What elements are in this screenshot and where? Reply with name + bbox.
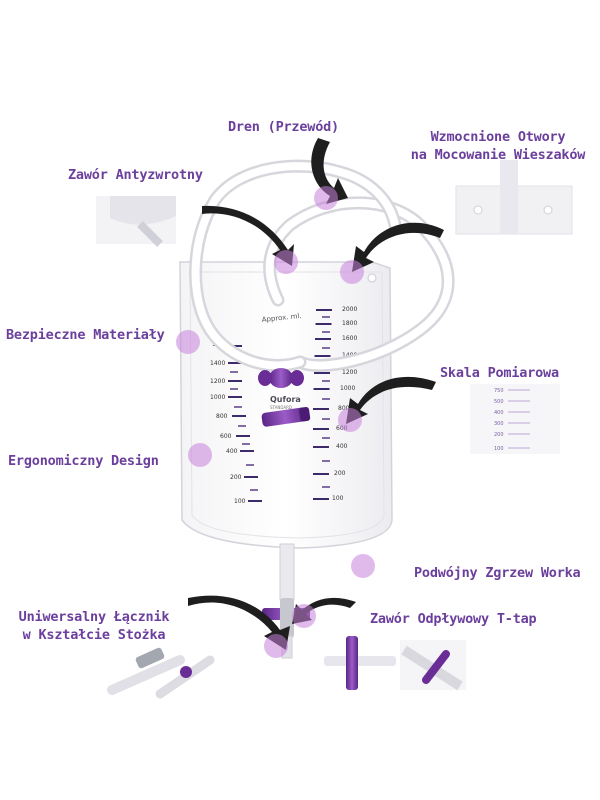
inset-scale-label: 100 (494, 446, 504, 452)
label-reinforced-holes-line1: Wzmocnione Otwory (430, 129, 566, 145)
inset-connector (107, 647, 215, 699)
left-scale-label: 1200 (210, 378, 225, 385)
marker-dot (176, 330, 200, 354)
label-ergonomic-design: Ergonomiczny Design (8, 453, 159, 469)
inset-hanger-holes (455, 160, 573, 235)
label-double-weld: Podwójny Zgrzew Worka (414, 565, 581, 581)
marker-dot (338, 408, 362, 432)
inset-t-tap-2 (400, 640, 466, 691)
right-scale-label: 1800 (342, 320, 357, 327)
left-scale-label: 1000 (210, 394, 225, 401)
right-scale-label: 200 (334, 470, 346, 477)
left-scale-label: 200 (230, 474, 242, 481)
label-universal-connector: Uniwersalny Łącznik w Kształcie Stożka (6, 608, 182, 644)
marker-dot (351, 554, 375, 578)
left-scale-label: 100 (234, 498, 246, 505)
left-scale-label: 1400 (210, 360, 225, 367)
brand-label: Qufora (270, 395, 301, 404)
label-safe-materials: Bezpieczne Materiały (6, 327, 165, 343)
marker-dot (340, 260, 364, 284)
label-reinforced-holes: Wzmocnione Otwory na Mocowanie Wieszaków (410, 128, 586, 164)
inset-scale-label: 500 (494, 399, 504, 405)
marker-dot (188, 443, 212, 467)
marker-dot (292, 604, 316, 628)
right-scale-label: 400 (336, 443, 348, 450)
inset-scale-label: 400 (494, 410, 504, 416)
brand-sub-label: STANDARD (270, 405, 292, 410)
marker-dot (264, 634, 288, 658)
inset-scale: 750 500 400 300 200 100 (470, 384, 560, 454)
inset-scale-label: 200 (494, 432, 504, 438)
right-scale-label: 1600 (342, 335, 357, 342)
right-scale-label: 2000 (342, 306, 357, 313)
inset-check-valve (96, 196, 176, 247)
marker-dot (274, 250, 298, 274)
label-measuring-scale: Skala Pomiarowa (440, 365, 559, 381)
left-scale-label: 600 (220, 433, 232, 440)
label-drain-tube: Dren (Przewód) (228, 119, 339, 135)
left-scale-label: 800 (216, 413, 228, 420)
arrow-icon (352, 222, 444, 272)
left-scale-label: 400 (226, 448, 238, 455)
inset-t-tap-1 (324, 636, 396, 690)
inset-scale-label: 300 (494, 421, 504, 427)
label-universal-connector-line2: w Kształcie Stożka (22, 627, 166, 643)
purple-cap (261, 406, 311, 427)
label-universal-connector-line1: Uniwersalny Łącznik (18, 609, 170, 625)
right-scale-label: 800 (338, 405, 350, 412)
right-scale-label: 1000 (340, 385, 355, 392)
inset-scale-label: 750 (494, 388, 504, 394)
label-anti-reflux-valve: Zawór Antyzwrotny (68, 167, 203, 183)
anti-reflux-valve (258, 368, 304, 388)
label-t-tap-valve: Zawór Odpływowy T-tap (370, 611, 537, 627)
right-scale-label: 1200 (342, 369, 357, 376)
right-scale-label: 100 (332, 495, 344, 502)
feature-markers (176, 186, 375, 658)
label-reinforced-holes-line2: na Mocowanie Wieszaków (410, 147, 586, 163)
marker-dot (314, 186, 338, 210)
